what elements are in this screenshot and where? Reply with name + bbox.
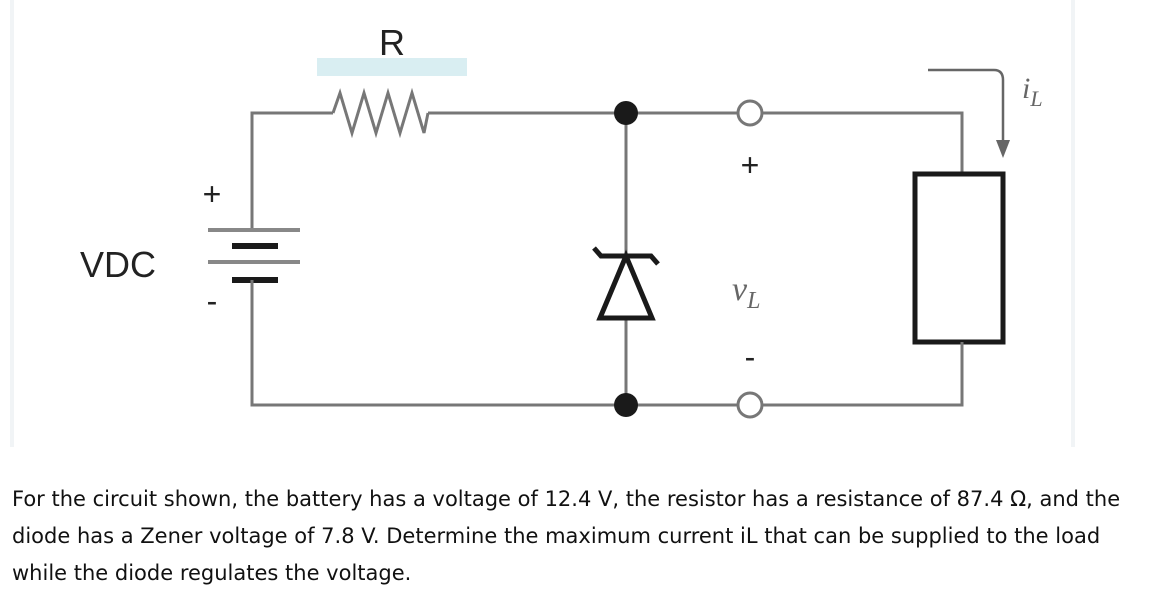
current-label: iL [1022, 72, 1043, 111]
resistor-label-highlight [317, 58, 467, 76]
load-resistor [912, 171, 1006, 345]
voltage-label: vL [732, 271, 760, 314]
output-plus-sign: + [741, 147, 760, 183]
output-minus-sign: - [745, 339, 756, 375]
wire-bottom-right [762, 342, 964, 407]
battery-symbol [208, 228, 300, 290]
voltage-symbol: v [732, 271, 748, 308]
wire-top-right [762, 111, 964, 174]
node-top [614, 101, 638, 125]
wire-top-left [250, 111, 333, 223]
terminal-top [736, 99, 764, 127]
battery-plus-sign: + [203, 176, 222, 212]
figure-panel [10, 0, 1075, 447]
node-bottom [614, 393, 638, 417]
current-arrow [928, 68, 1010, 158]
zener-diode [592, 246, 660, 321]
current-subscript: L [1029, 86, 1042, 111]
battery-minus-sign: - [207, 283, 218, 319]
source-label: VDC [80, 244, 156, 285]
circuit-diagram: R + - VDC + - vL [80, 22, 1043, 419]
voltage-subscript: L [746, 288, 760, 314]
wire-bottom [250, 290, 738, 407]
current-symbol: i [1022, 72, 1030, 105]
terminal-bottom [736, 391, 764, 419]
resistor-symbol [331, 87, 430, 139]
question-text: For the circuit shown, the battery has a… [12, 487, 1121, 585]
resistor-label: R [379, 22, 405, 63]
